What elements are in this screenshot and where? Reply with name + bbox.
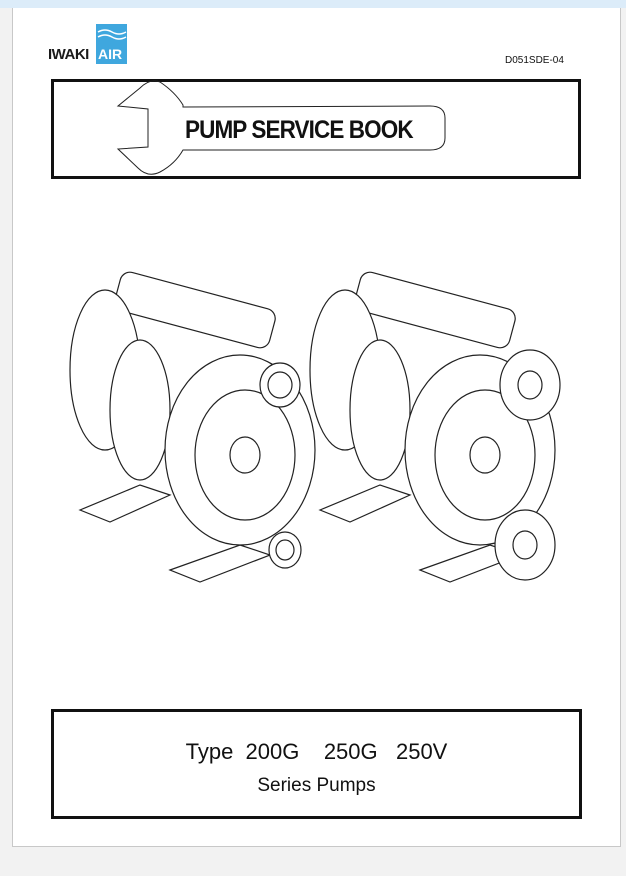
pump-250-drawing <box>309 271 561 583</box>
logo-wave-box <box>96 24 127 64</box>
viewer-top-bar <box>0 0 626 8</box>
type-box: Type 200G 250G 250V Series Pumps <box>51 709 582 819</box>
title-box <box>51 79 581 179</box>
pump-illustrations <box>69 271 561 583</box>
document-number: D051SDE-04 <box>505 55 564 66</box>
logo-product: AIR <box>98 46 123 62</box>
iwaki-air-logo: IWAKI AIR <box>48 24 158 64</box>
pump-types: Type 200G 250G 250V <box>185 739 448 764</box>
logo-brand: IWAKI <box>48 46 89 63</box>
wrench-outline-icon <box>116 80 446 175</box>
pump-200g-drawing <box>69 271 316 583</box>
wave-icon <box>97 29 127 40</box>
series-label: Series Pumps <box>257 775 376 796</box>
document-title: PUMP SERVICE BOOK <box>185 116 414 144</box>
